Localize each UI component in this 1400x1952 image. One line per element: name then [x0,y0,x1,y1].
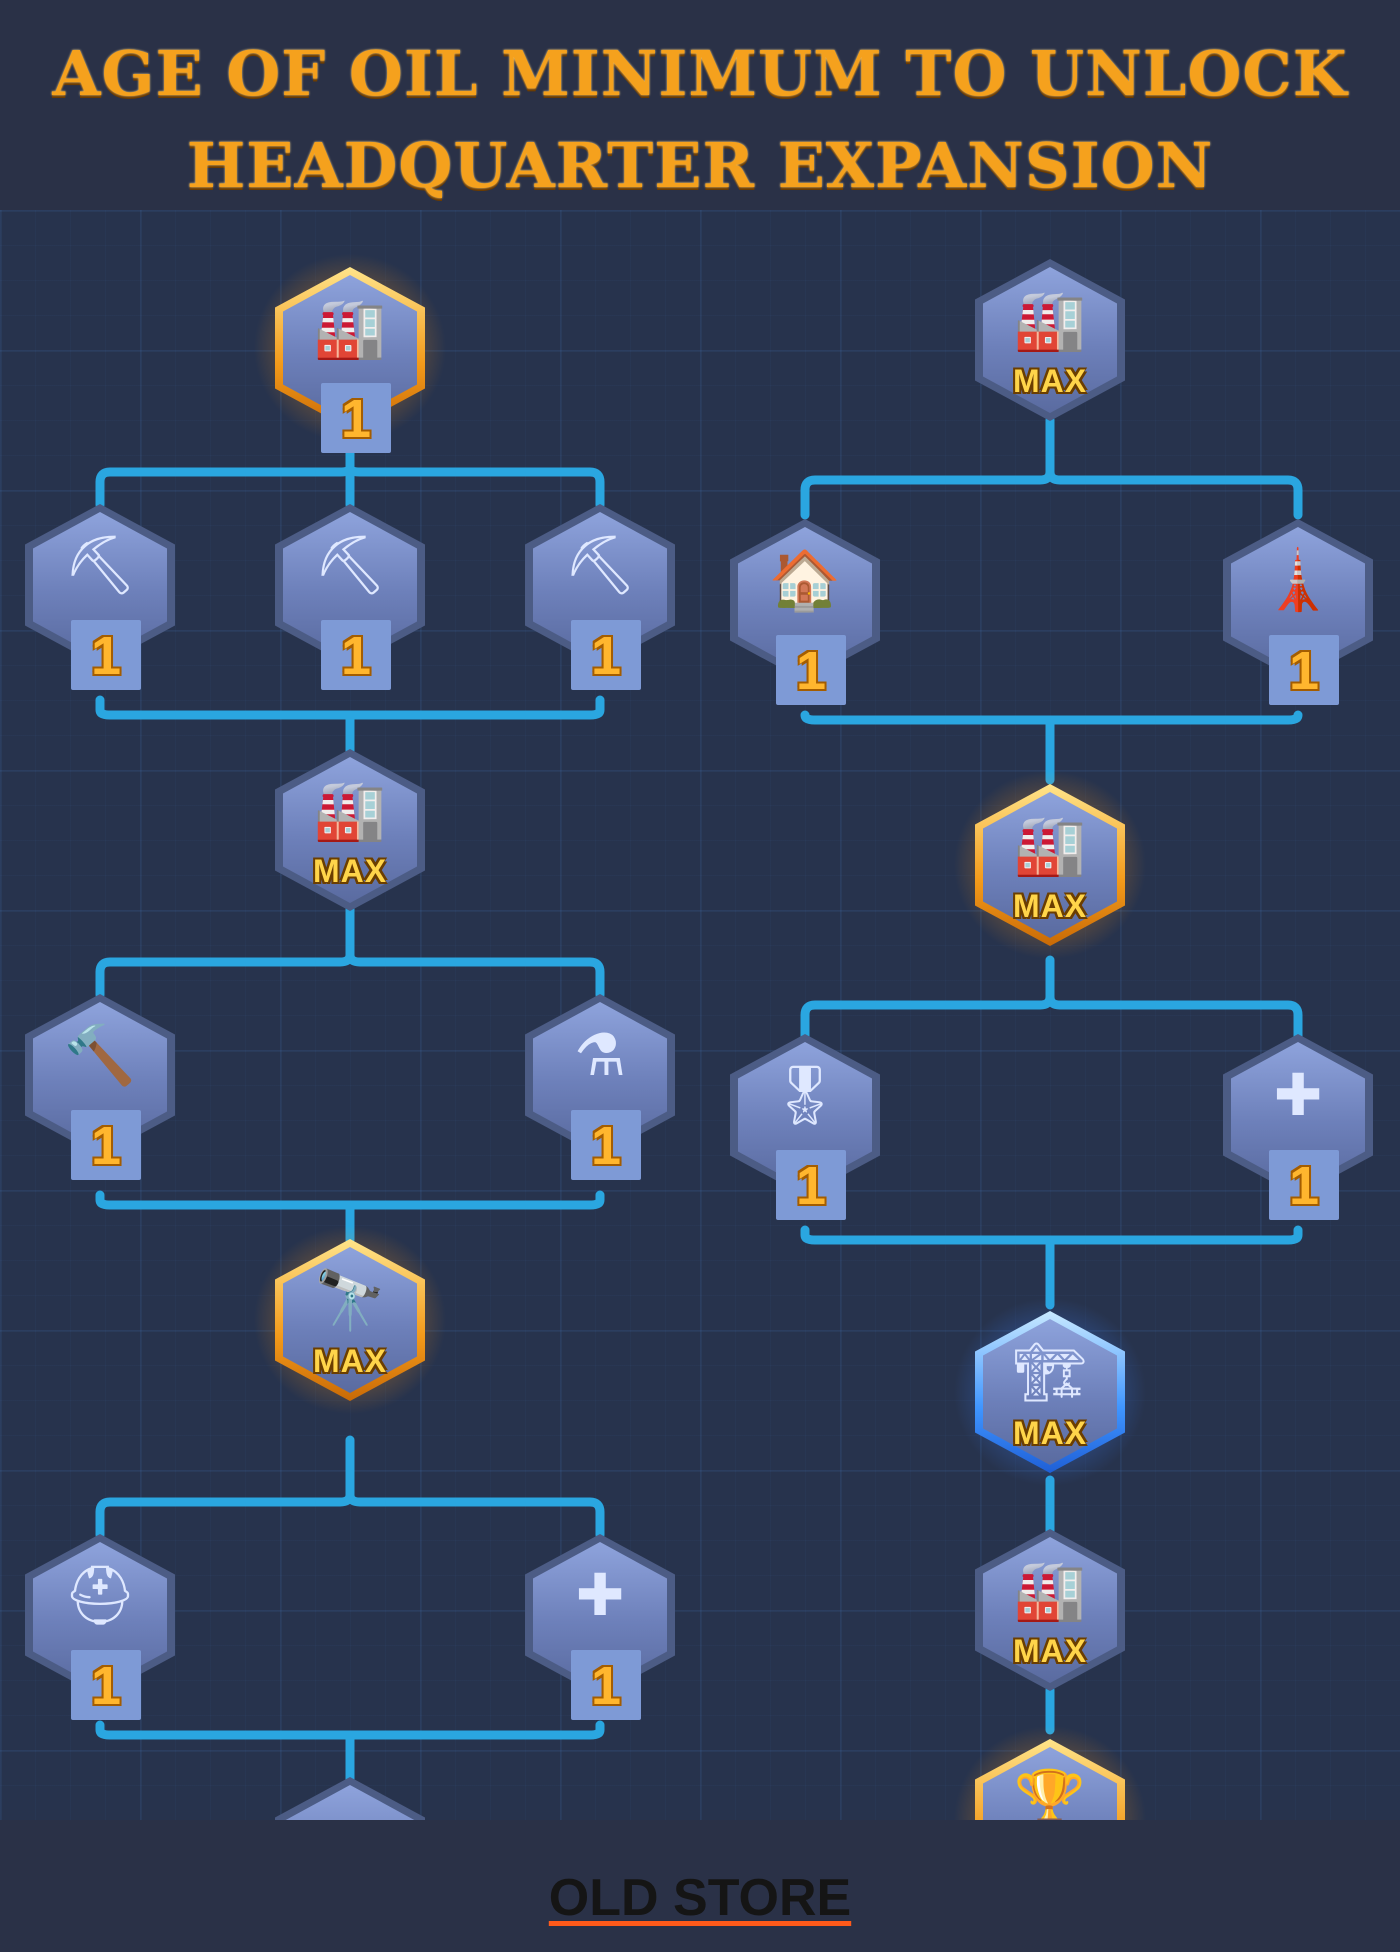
level-badge: 1 [1269,1150,1339,1220]
left-tier3-node-2[interactable]: ✚ 1 [525,1534,675,1720]
left-root-node[interactable]: 🏭 1 [253,253,447,453]
left-tier3-node-1[interactable]: ⛑ 1 [25,1534,175,1720]
headquarter-upgrade-icon: 🏭 [1013,286,1087,354]
level-badge: 1 [321,383,391,453]
golden-statue-icon: 🏆 [1013,1766,1087,1820]
rank-badge-icon: 🎖 [768,1061,842,1129]
level-badge: 1 [1269,635,1339,705]
page-title: AGE OF OIL MINIMUM TO UNLOCK HEADQUARTER… [0,28,1400,212]
level-badge: 1 [776,1150,846,1220]
right-root-node[interactable]: 🏭 MAX [975,259,1125,421]
left-next-node-partial[interactable] [275,1777,425,1820]
level-badge: 1 [71,620,141,690]
title-line-1: AGE OF OIL MINIMUM TO UNLOCK [52,37,1348,110]
level-badge: 1 [571,1110,641,1180]
headquarter-plus-one-icon: 🏭 [313,294,387,362]
left-tier2-node-2[interactable]: ⚗ 1 [525,994,675,1180]
right-hub3-node[interactable]: 🏭 MAX [975,1529,1125,1691]
flask-speed-icon: ⚗ [574,1021,626,1089]
max-label: MAX [1012,888,1088,924]
level-badge: 1 [571,620,641,690]
level-badge: 1 [71,1110,141,1180]
helmet-speed-icon: ⛑ [63,1561,137,1629]
old-store-link[interactable]: OLD STORE [548,1869,852,1927]
factory-plus-one-icon: 🏗 [1013,1338,1087,1406]
max-label: MAX [312,853,388,889]
max-label: MAX [312,1343,388,1379]
research-globe-icon: 🔭 [313,1266,387,1334]
right-hub1-node[interactable]: 🏭 MAX [953,770,1147,960]
medkit-percent-icon: ✚ [1273,1061,1323,1129]
title-line-2: HEADQUARTER EXPANSION [186,129,1214,202]
tree-connectors [95,415,1303,1785]
right-tier1-node-1[interactable]: 🏠 1 [730,519,880,705]
headquarter-plus-one-icon: 🏭 [1013,811,1087,879]
left-hub2-node[interactable]: 🔭 MAX [253,1225,447,1415]
headquarter-upgrade-icon: 🏭 [313,776,387,844]
headquarter-upgrade-icon: 🏭 [1013,1556,1087,1624]
right-tier2-node-1[interactable]: 🎖 1 [730,1034,880,1220]
right-hub2-node[interactable]: 🏗 MAX [953,1297,1147,1487]
hammer-speed-icon: 🔨 [63,1021,137,1089]
left-tier1-node-1[interactable]: ⛏ 1 [25,504,175,690]
left-tier1-node-2[interactable]: ⛏ 1 [275,504,425,690]
right-tier1-node-2[interactable]: 🗼 1 [1223,519,1373,705]
tower-upgrade-icon: 🗼 [1261,546,1335,614]
max-label: MAX [1012,363,1088,399]
left-tier2-node-1[interactable]: 🔨 1 [25,994,175,1180]
tech-tree-board: 🏭 1 ⛏ 1 ⛏ 1 ⛏ 1 🏭 MAX 🔨 1 ⚗ 1 🔭 MAX ⛑ [0,210,1400,1820]
medkit-speed-icon: ✚ [575,1561,625,1629]
level-badge: 1 [776,635,846,705]
shovel-coin-icon: ⛏ [563,531,637,599]
level-badge: 1 [571,1650,641,1720]
max-label: MAX [1012,1415,1088,1451]
shovel-stone-icon: ⛏ [313,531,387,599]
left-tier1-node-3[interactable]: ⛏ 1 [525,504,675,690]
level-badge: 1 [321,620,391,690]
max-label: MAX [1012,1633,1088,1669]
level-badge: 1 [71,1650,141,1720]
right-tier2-node-2[interactable]: ✚ 1 [1223,1034,1373,1220]
footer: OLD STORE [0,1820,1400,1952]
left-hub1-node[interactable]: 🏭 MAX [275,749,425,911]
building-upgrade-icon: 🏠 [768,546,842,614]
shovel-food-icon: ⛏ [63,531,137,599]
right-hub4-node-partial[interactable]: 🏆 [953,1725,1147,1820]
